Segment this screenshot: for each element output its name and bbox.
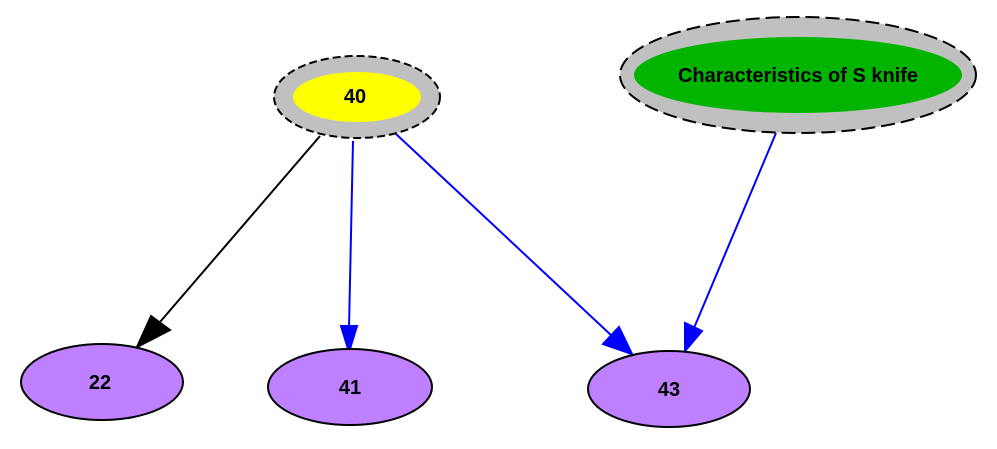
node-43-body bbox=[587, 350, 751, 428]
edge-40-to-43 bbox=[395, 133, 634, 356]
node-40-label: 40 bbox=[344, 86, 366, 108]
node-43-label: 43 bbox=[658, 379, 680, 401]
node-22-label: 22 bbox=[89, 372, 111, 394]
node-characteristics-body bbox=[634, 37, 962, 113]
node-41[interactable]: 41 bbox=[267, 348, 433, 426]
node-22[interactable]: 22 bbox=[20, 343, 184, 421]
node-characteristics[interactable]: Characteristics of S knife bbox=[619, 16, 977, 134]
node-41-body bbox=[267, 348, 433, 426]
node-characteristics-label: Characteristics of S knife bbox=[678, 65, 918, 87]
node-41-label: 41 bbox=[339, 377, 361, 399]
edge-characteristics-to-43 bbox=[684, 132, 777, 354]
node-22-body bbox=[20, 343, 184, 421]
node-40[interactable]: 40 bbox=[273, 55, 441, 139]
node-40-body bbox=[293, 72, 421, 122]
edges bbox=[134, 132, 777, 356]
node-43[interactable]: 43 bbox=[587, 350, 751, 428]
edge-40-to-22 bbox=[134, 135, 321, 350]
edge-40-to-41 bbox=[339, 140, 359, 356]
